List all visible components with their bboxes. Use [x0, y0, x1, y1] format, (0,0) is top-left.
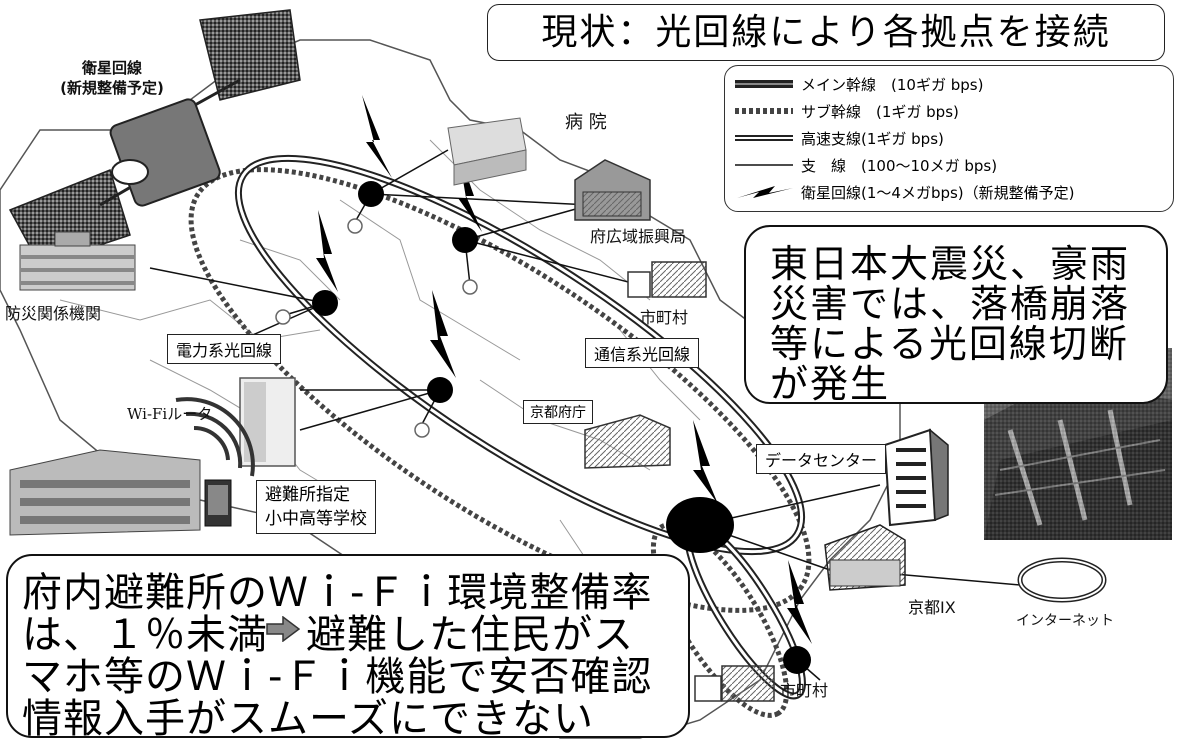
wifi-router-label: Wi-Fiルータ — [127, 405, 213, 423]
satellite-label-line2: (新規整備予定) — [60, 79, 164, 97]
legend-item-satellite: 衛星回線(1～4メガbps)（新規整備予定) — [725, 180, 1173, 206]
callout-line: が発生 — [770, 362, 891, 406]
disaster-agency-label: 防災関係機関 — [5, 304, 102, 323]
callout-line: 情報入手がスムーズにできない — [22, 696, 594, 742]
legend-label: メイン幹線 (10ギガ bps) — [801, 76, 984, 94]
main-trunk-swatch — [735, 80, 793, 88]
sub-trunk-loop — [188, 167, 812, 613]
municipality-bottom-building — [694, 665, 775, 702]
page-title: 現状：光回線により各拠点を接続 — [487, 4, 1165, 61]
data-center-label: データセンター — [756, 444, 887, 474]
legend-label: 衛星回線(1～4メガbps)（新規整備予定) — [801, 184, 1075, 202]
municipality-bottom-label: 市町村 — [780, 681, 829, 700]
callout-line: 避難した住民がス — [306, 612, 634, 658]
main-nodes — [312, 181, 811, 674]
legend-label: サブ幹線 (1ギガ bps) — [801, 103, 959, 121]
school-building — [9, 449, 232, 536]
kyoto-ix-label: 京都IX — [908, 598, 956, 617]
high-speed-branch-swatch — [735, 135, 793, 141]
main-hub — [666, 497, 734, 553]
prefectural-office-building — [584, 414, 671, 469]
earthquake-callout: 東日本大震災、豪雨 災害では、落橋崩落 等による光回線切断 が発生 — [744, 225, 1168, 406]
callout-line: 府内避難所のＷｉ-Ｆｉ環境整備率 — [22, 570, 653, 616]
wifi-callout: 府内避難所のＷｉ-Ｆｉ環境整備率 は、１％未満 避難した住民がス マホ等のＷｉ-… — [6, 554, 690, 742]
lightning-icon — [737, 186, 793, 198]
power-line-label: 電力系光回線 — [167, 334, 282, 364]
satellite-illustration — [8, 9, 301, 266]
regional-bureau-building — [574, 159, 651, 221]
satellite-label: 衛星回線 (新規整備予定) — [42, 58, 182, 98]
arrow-right-icon — [266, 616, 300, 642]
disaster-agency-building — [19, 231, 136, 291]
legend-item-high-speed-branch: 高速支線(1ギガ bps) — [725, 126, 1173, 152]
wifi-router-device — [239, 377, 296, 467]
shelter-label-line2: 小中高等学校 — [265, 509, 367, 529]
branch-swatch — [735, 164, 793, 166]
branch-lines — [149, 149, 1021, 681]
telecom-line-label: 通信系光回線 — [585, 338, 700, 368]
sub-trunk-swatch — [735, 108, 793, 114]
prefectural-office-label: 京都府庁 — [523, 400, 593, 424]
municipality-top-building — [627, 261, 707, 298]
legend-item-sub-trunk: サブ幹線 (1ギガ bps) — [725, 99, 1173, 125]
kyoto-ix-building — [824, 524, 906, 591]
hospital-label: 病 院 — [565, 112, 607, 133]
callout-line: 東日本大震災、豪雨 — [770, 242, 1131, 286]
callout-line: は、１％未満 — [22, 612, 268, 658]
callout-line: 災害では、落橋崩落 — [770, 282, 1131, 326]
shelter-label: 避難所指定 小中高等学校 — [256, 480, 376, 534]
sub-nodes — [275, 218, 478, 438]
legend-label: 支 線 (100～10メガ bps) — [801, 157, 998, 175]
sub-trunk-loop-lower — [650, 522, 790, 718]
callout-line: 等による光回線切断 — [770, 322, 1129, 366]
callout-line: マホ等のＷｉ-Ｆｉ機能で安否確認 — [22, 654, 653, 700]
regional-bureau-label: 府広域振興局 — [590, 227, 687, 246]
satellite-label-line1: 衛星回線 — [81, 59, 142, 77]
hospital-building — [447, 117, 527, 186]
wifi-waves — [175, 397, 255, 477]
data-center-building — [883, 428, 949, 527]
legend-item-branch: 支 線 (100～10メガ bps) — [725, 153, 1173, 179]
legend-label: 高速支線(1ギガ bps) — [801, 130, 944, 148]
municipality-top-label: 市町村 — [640, 308, 689, 327]
legend-item-main-trunk: メイン幹線 (10ギガ bps) — [725, 72, 1173, 98]
internet-label: インターネット — [1016, 613, 1114, 629]
shelter-label-line1: 避難所指定 — [265, 485, 350, 505]
legend: メイン幹線 (10ギガ bps) サブ幹線 (1ギガ bps) 高速支線(1ギガ… — [724, 65, 1174, 212]
